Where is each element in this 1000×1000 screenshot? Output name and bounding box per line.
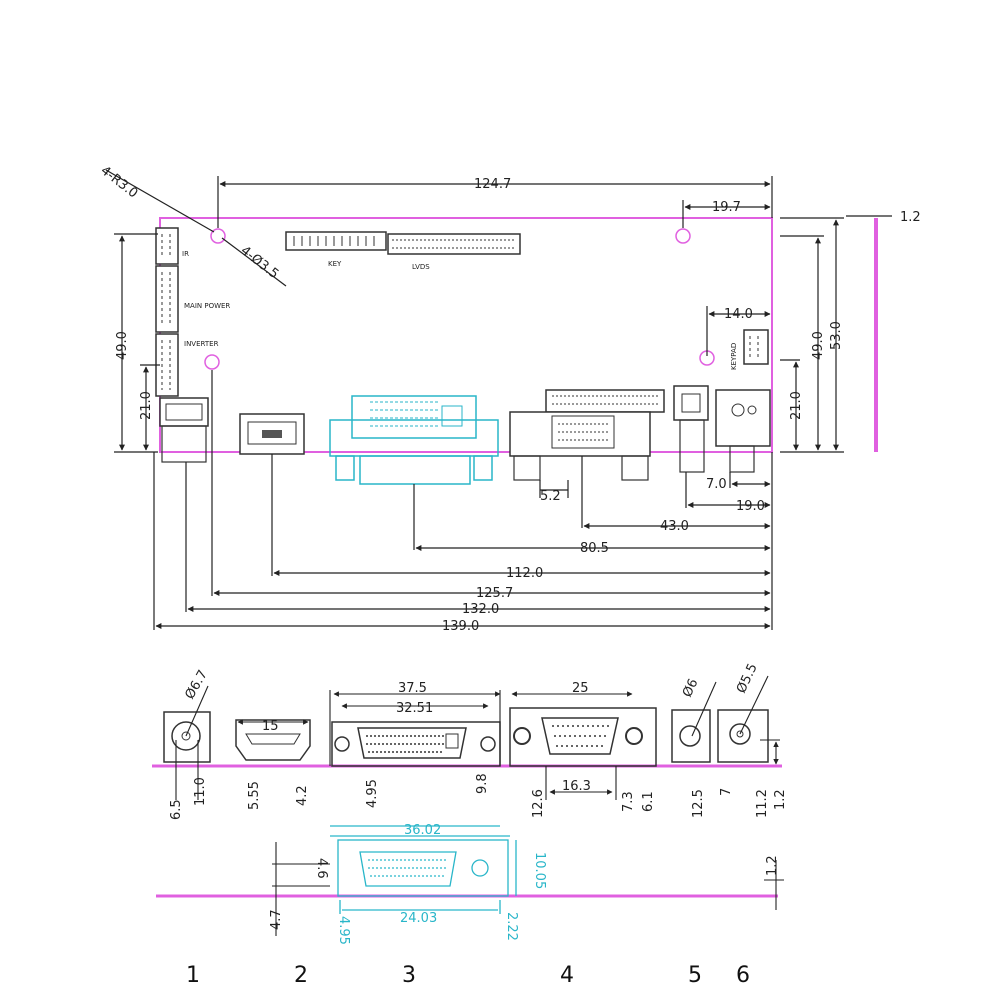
bottom-dimensions: [153, 370, 773, 630]
connector-number-1: 1: [186, 963, 200, 988]
hole-label-r3: 4-R3.0: [98, 163, 141, 201]
c3-b: 32.51: [396, 701, 433, 716]
lvds-label: LVDS: [412, 263, 430, 271]
conn1-top: [159, 397, 209, 427]
ir-connector: [155, 227, 179, 265]
mount-hole-tl: [210, 228, 226, 244]
conn1-front: [163, 711, 211, 763]
mount-hole-bl: [204, 354, 220, 370]
dvi-top: 36.02: [404, 823, 441, 838]
c1-dia: Ø6.7: [182, 668, 210, 702]
front-view: [152, 707, 782, 768]
dim-132-0: 132.0: [462, 602, 499, 617]
mount-hole-tr: [675, 228, 691, 244]
connector-number-3: 3: [402, 963, 416, 988]
dim-49-left: 49.0: [115, 331, 130, 360]
dim-53-right: 53.0: [829, 321, 844, 350]
conn6-front: [717, 709, 769, 763]
conn3-front: [331, 721, 501, 767]
pcb-top-view: KEY LVDS IR MAIN POWER INVERTER: [155, 217, 878, 485]
top-dimension-labels: 124.7 19.7 1.2 4-R3.0 4-Ø3.5 49.0 21.0 1…: [98, 163, 921, 420]
conn4-front: [509, 707, 657, 767]
hole-label-d3-5: 4-Ø3.5: [238, 243, 282, 282]
conn2-front: [235, 719, 311, 761]
c4-b: 16.3: [562, 779, 591, 794]
c5-a: 12.5: [691, 789, 706, 818]
c1-b: 11.0: [193, 777, 208, 806]
dim-112-0: 112.0: [506, 566, 543, 581]
c5-dia: Ø6: [680, 677, 701, 700]
connector-number-2: 2: [294, 963, 308, 988]
c3-c: 4.95: [365, 779, 380, 808]
conn5-front: [671, 709, 711, 763]
dim-21-left: 21.0: [139, 391, 154, 420]
dim-14-0: 14.0: [724, 307, 753, 322]
c3-a: 37.5: [398, 681, 427, 696]
conn6-top: [715, 389, 771, 447]
conn5-top: [673, 385, 709, 421]
dim-1-2-top: 1.2: [900, 210, 921, 225]
dim-21-right: 21.0: [789, 391, 804, 420]
dim-5-2: 5.2: [540, 489, 561, 504]
c2-width: 15: [262, 719, 279, 734]
dvi-thickness: 1.2: [765, 855, 780, 876]
dvi-left-c: 4.95: [336, 916, 351, 945]
c6-c: 1.2: [773, 789, 788, 810]
dvi-detail: 36.02 4.6 4.7 4.95 10.05 2.22 24.03 1.2: [156, 823, 784, 945]
dvi-left-a: 4.6: [314, 858, 329, 879]
conn4-top: [509, 389, 665, 481]
connector-number-6: 6: [736, 963, 750, 988]
keypad-connector: [743, 329, 769, 365]
dvi-right-a: 10.05: [532, 852, 547, 889]
c6-b: 11.2: [755, 789, 770, 818]
front-dimension-lines: [175, 675, 780, 800]
dim-43-0: 43.0: [660, 519, 689, 534]
c3-d: 9.8: [475, 773, 490, 794]
dim-80-5: 80.5: [580, 541, 609, 556]
dim-139-0: 139.0: [442, 619, 479, 634]
dim-49-right: 49.0: [811, 331, 826, 360]
c4-c: 7.3: [621, 791, 636, 812]
main-power-connector: [155, 265, 179, 333]
connector-numbers: 1 2 3 4 5 6: [186, 963, 750, 988]
dvi-bottom: 24.03: [400, 911, 437, 926]
key-connector: [285, 231, 387, 251]
lvds-connector: [387, 233, 521, 255]
main-power-label: MAIN POWER: [184, 302, 230, 310]
c2-a: 5.55: [247, 781, 262, 810]
dim-124-7: 124.7: [474, 177, 511, 192]
keypad-label: KEYPAD: [730, 343, 738, 370]
conn3-top: [329, 395, 499, 485]
connector-number-5: 5: [688, 963, 702, 988]
dim-7-0: 7.0: [706, 477, 727, 492]
dim-19-0: 19.0: [736, 499, 765, 514]
c4-d: 6.1: [641, 791, 656, 812]
dvi-right-b: 2.22: [504, 912, 519, 941]
c1-a: 6.5: [169, 799, 184, 820]
c6-dia: Ø5.5: [734, 661, 761, 695]
inverter-label: INVERTER: [184, 340, 219, 348]
connector-number-4: 4: [560, 963, 574, 988]
dim-19-7: 19.7: [712, 200, 741, 215]
front-dimension-labels: Ø6.7 6.5 11.0 15 5.55 4.2 37.5 32.51 4.9…: [169, 661, 788, 820]
c4-a: 12.6: [531, 789, 546, 818]
bottom-dimension-labels: 5.2 7.0 19.0 43.0 80.5 112.0 125.7 132.0…: [442, 477, 765, 634]
c6-a: 7: [719, 788, 734, 796]
c2-b: 4.2: [295, 785, 310, 806]
c4-top: 25: [572, 681, 589, 696]
ir-label: IR: [182, 250, 189, 258]
key-label: KEY: [328, 260, 342, 268]
top-dimensions: [105, 169, 892, 453]
dvi-left-b: 4.7: [269, 909, 284, 930]
dim-125-7: 125.7: [476, 586, 513, 601]
